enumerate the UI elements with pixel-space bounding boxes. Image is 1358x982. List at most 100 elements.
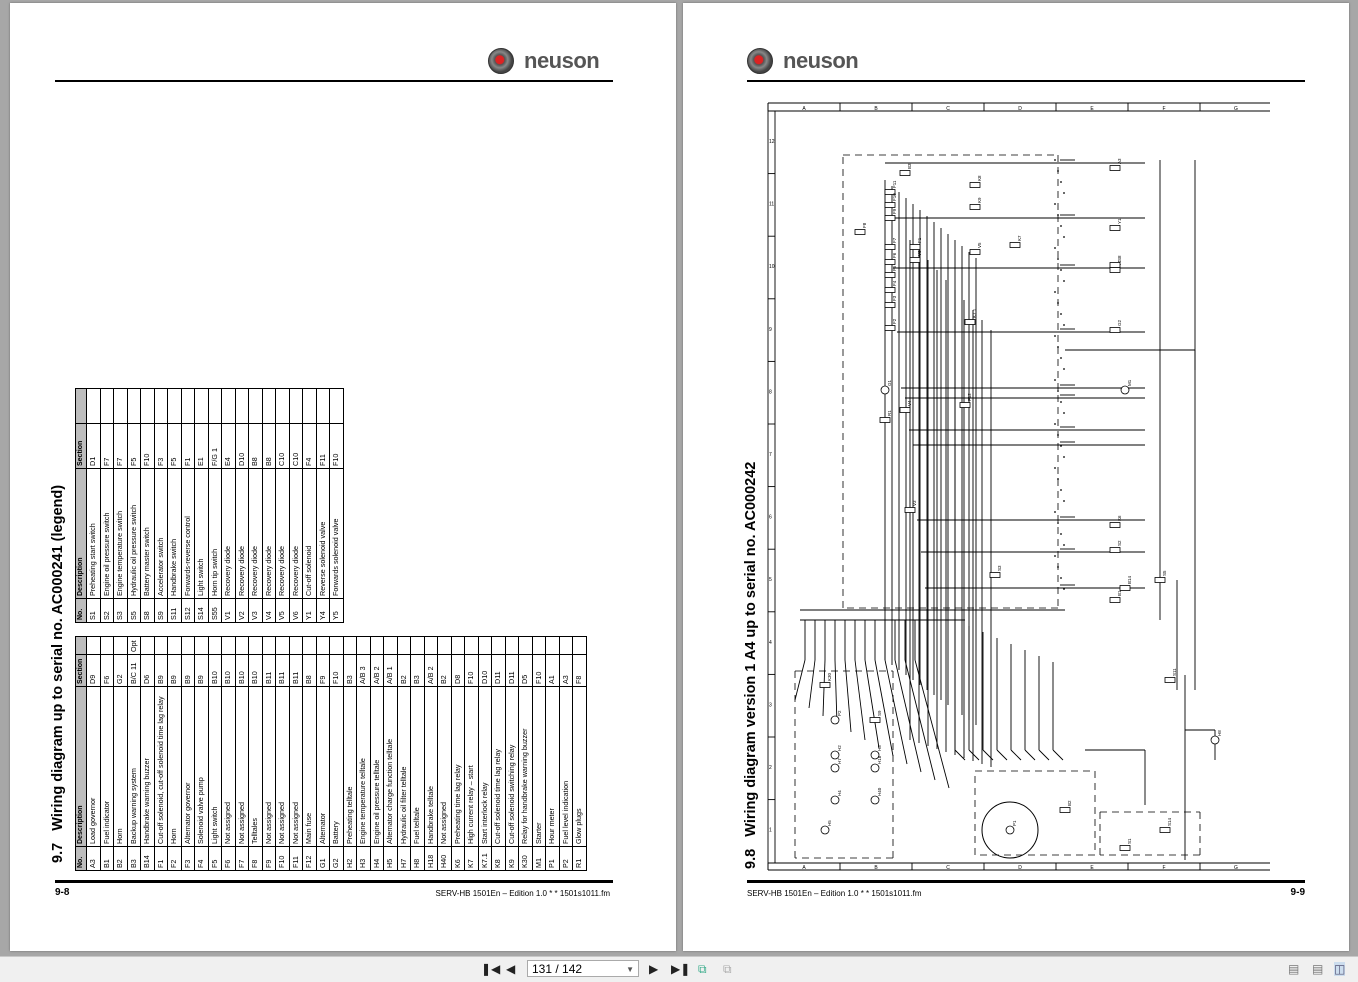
component-symbol: [904, 507, 916, 513]
component-label: H7: [837, 758, 842, 764]
component-symbol: [1109, 522, 1121, 528]
column-header: Section: [75, 654, 87, 687]
wire: [794, 659, 806, 701]
table-cell: V5: [275, 598, 289, 623]
component-label: K9: [977, 197, 982, 203]
table-cell: Recovery diode: [262, 468, 276, 599]
wire: [982, 749, 994, 761]
connector-pin: [1057, 390, 1059, 392]
table-cell: Forwards-reverse control: [181, 468, 195, 599]
brand-name: neuson: [524, 48, 600, 73]
table-cell: [167, 388, 181, 424]
table-cell: V3: [248, 598, 262, 623]
table-cell: Alternator governor: [181, 686, 195, 847]
component-symbol: [969, 249, 981, 255]
wire: [844, 659, 852, 733]
component-symbol: [1109, 262, 1121, 268]
component-label: K6: [1117, 515, 1122, 521]
connector-pin: [1063, 192, 1065, 194]
two-page-icon[interactable]: ◫: [1334, 962, 1346, 976]
connector-pin: [1060, 313, 1062, 315]
table-cell: Opt: [127, 636, 141, 655]
table-cell: B10: [248, 654, 262, 687]
rotate-icon[interactable]: ⧉: [698, 962, 707, 976]
table-cell: Not assigned: [262, 686, 276, 847]
component-label: K7.1: [972, 308, 977, 318]
page-number-select[interactable]: 131 / 142 ▼: [527, 960, 639, 977]
wire: [1010, 749, 1022, 761]
table-cell: V4: [262, 598, 276, 623]
component-symbol: [899, 170, 911, 176]
table-cell: Battery: [329, 686, 343, 847]
table-cell: E4: [221, 423, 235, 469]
component-label: B14: [1127, 575, 1132, 584]
brand-logo: neuson: [747, 48, 859, 74]
component-symbol: [1210, 735, 1220, 745]
table-cell: Forwards solenoid valve: [329, 468, 343, 599]
component-label: A3: [1117, 158, 1122, 164]
wire: [954, 749, 966, 761]
component-symbol: [869, 717, 881, 723]
table-cell: B3: [127, 846, 141, 871]
first-page-icon[interactable]: ❚◀: [481, 962, 501, 976]
table-cell: Hydraulic oil filter telltale: [397, 686, 411, 847]
component-label: H2: [837, 745, 842, 751]
continuous-page-icon[interactable]: ▤: [1312, 962, 1324, 976]
table-cell: [208, 388, 222, 424]
table-cell: B8: [262, 423, 276, 469]
component-symbol: [1109, 225, 1121, 231]
component-label: S1: [1127, 838, 1132, 844]
table-cell: F5: [127, 423, 141, 469]
table-cell: H18: [424, 846, 438, 871]
component-label: K8: [977, 175, 982, 181]
table-cell: H7: [397, 846, 411, 871]
component-symbol: [964, 319, 976, 325]
table-cell: A/B 2: [370, 654, 384, 687]
table-cell: Engine oil pressure telltale: [370, 686, 384, 847]
single-page-icon[interactable]: ▤: [1288, 962, 1300, 976]
component-label: F12: [967, 393, 972, 401]
last-page-icon[interactable]: ▶❚: [671, 962, 691, 976]
component-symbol: [1109, 267, 1121, 273]
component-label: F3: [892, 295, 897, 301]
previous-page-icon[interactable]: ◀: [506, 962, 516, 976]
table-cell: B11: [289, 654, 303, 687]
header-rule: [747, 80, 1305, 82]
table-cell: [329, 636, 343, 655]
table-cell: [437, 636, 451, 655]
table-cell: S9: [154, 598, 168, 623]
pdf-page-left: neuson 9.7 Wiring diagram up to serial n…: [10, 3, 676, 951]
table-cell: P2: [559, 846, 573, 871]
component-label: F8: [862, 222, 867, 228]
component-label: V4: [907, 400, 912, 406]
table-cell: Battery master switch: [140, 468, 154, 599]
table-cell: B2: [397, 654, 411, 687]
column-letter: G: [1234, 865, 1238, 871]
table-cell: Preheating time lag relay: [451, 686, 465, 847]
column-letter: F: [1162, 106, 1165, 112]
row-number: 1: [769, 828, 772, 834]
wire: [1038, 749, 1050, 761]
wiring-diagram: AABBCCDDEEFFGG121110987654321B3F11F10F9K…: [767, 102, 1270, 871]
table-cell: B2: [113, 846, 127, 871]
table-cell: C10: [275, 423, 289, 469]
wire: [808, 659, 816, 709]
table-cell: [545, 636, 559, 655]
component-symbol: [870, 795, 880, 805]
next-page-icon[interactable]: ▶: [649, 962, 659, 976]
section-title-text: Wiring diagram up to serial no. AC000241…: [50, 484, 66, 831]
table-cell: F7: [113, 423, 127, 469]
component-label: S14: [1167, 817, 1172, 826]
